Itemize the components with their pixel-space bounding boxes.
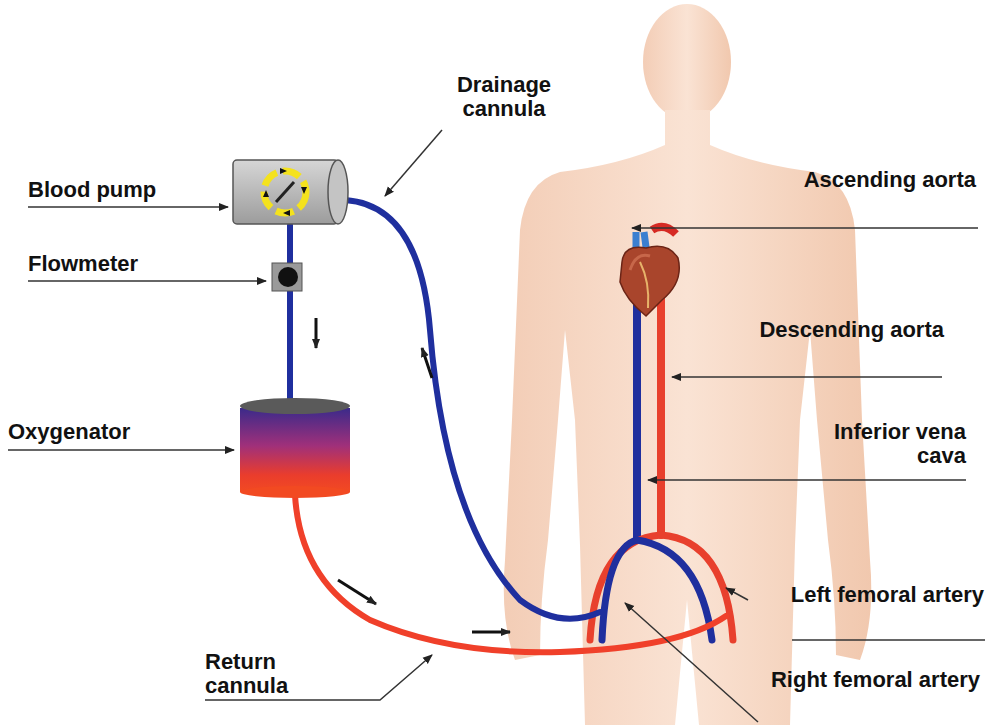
callout-label: Left femoral artery xyxy=(784,583,984,607)
callout-label: Blood pump xyxy=(28,178,218,202)
vessels xyxy=(590,290,733,640)
callout-label: Inferior vena cava xyxy=(816,420,966,468)
circuit-tubing xyxy=(290,200,726,652)
callout-label: Right femoral artery xyxy=(770,668,980,692)
callout-label: Oxygenator xyxy=(8,420,208,444)
oxygenator xyxy=(240,398,350,498)
callout-label: Drainage cannula xyxy=(438,73,570,121)
flow-arrows xyxy=(316,318,510,632)
flowmeter xyxy=(272,263,302,291)
blood-pump xyxy=(233,160,348,224)
callout-label: Flowmeter xyxy=(28,252,218,276)
callout-label: Return cannula xyxy=(205,650,315,698)
callout-label: Descending aorta xyxy=(744,318,944,342)
heart xyxy=(620,227,679,316)
leader-lines xyxy=(8,130,985,722)
callout-label: Ascending aorta xyxy=(776,168,976,192)
